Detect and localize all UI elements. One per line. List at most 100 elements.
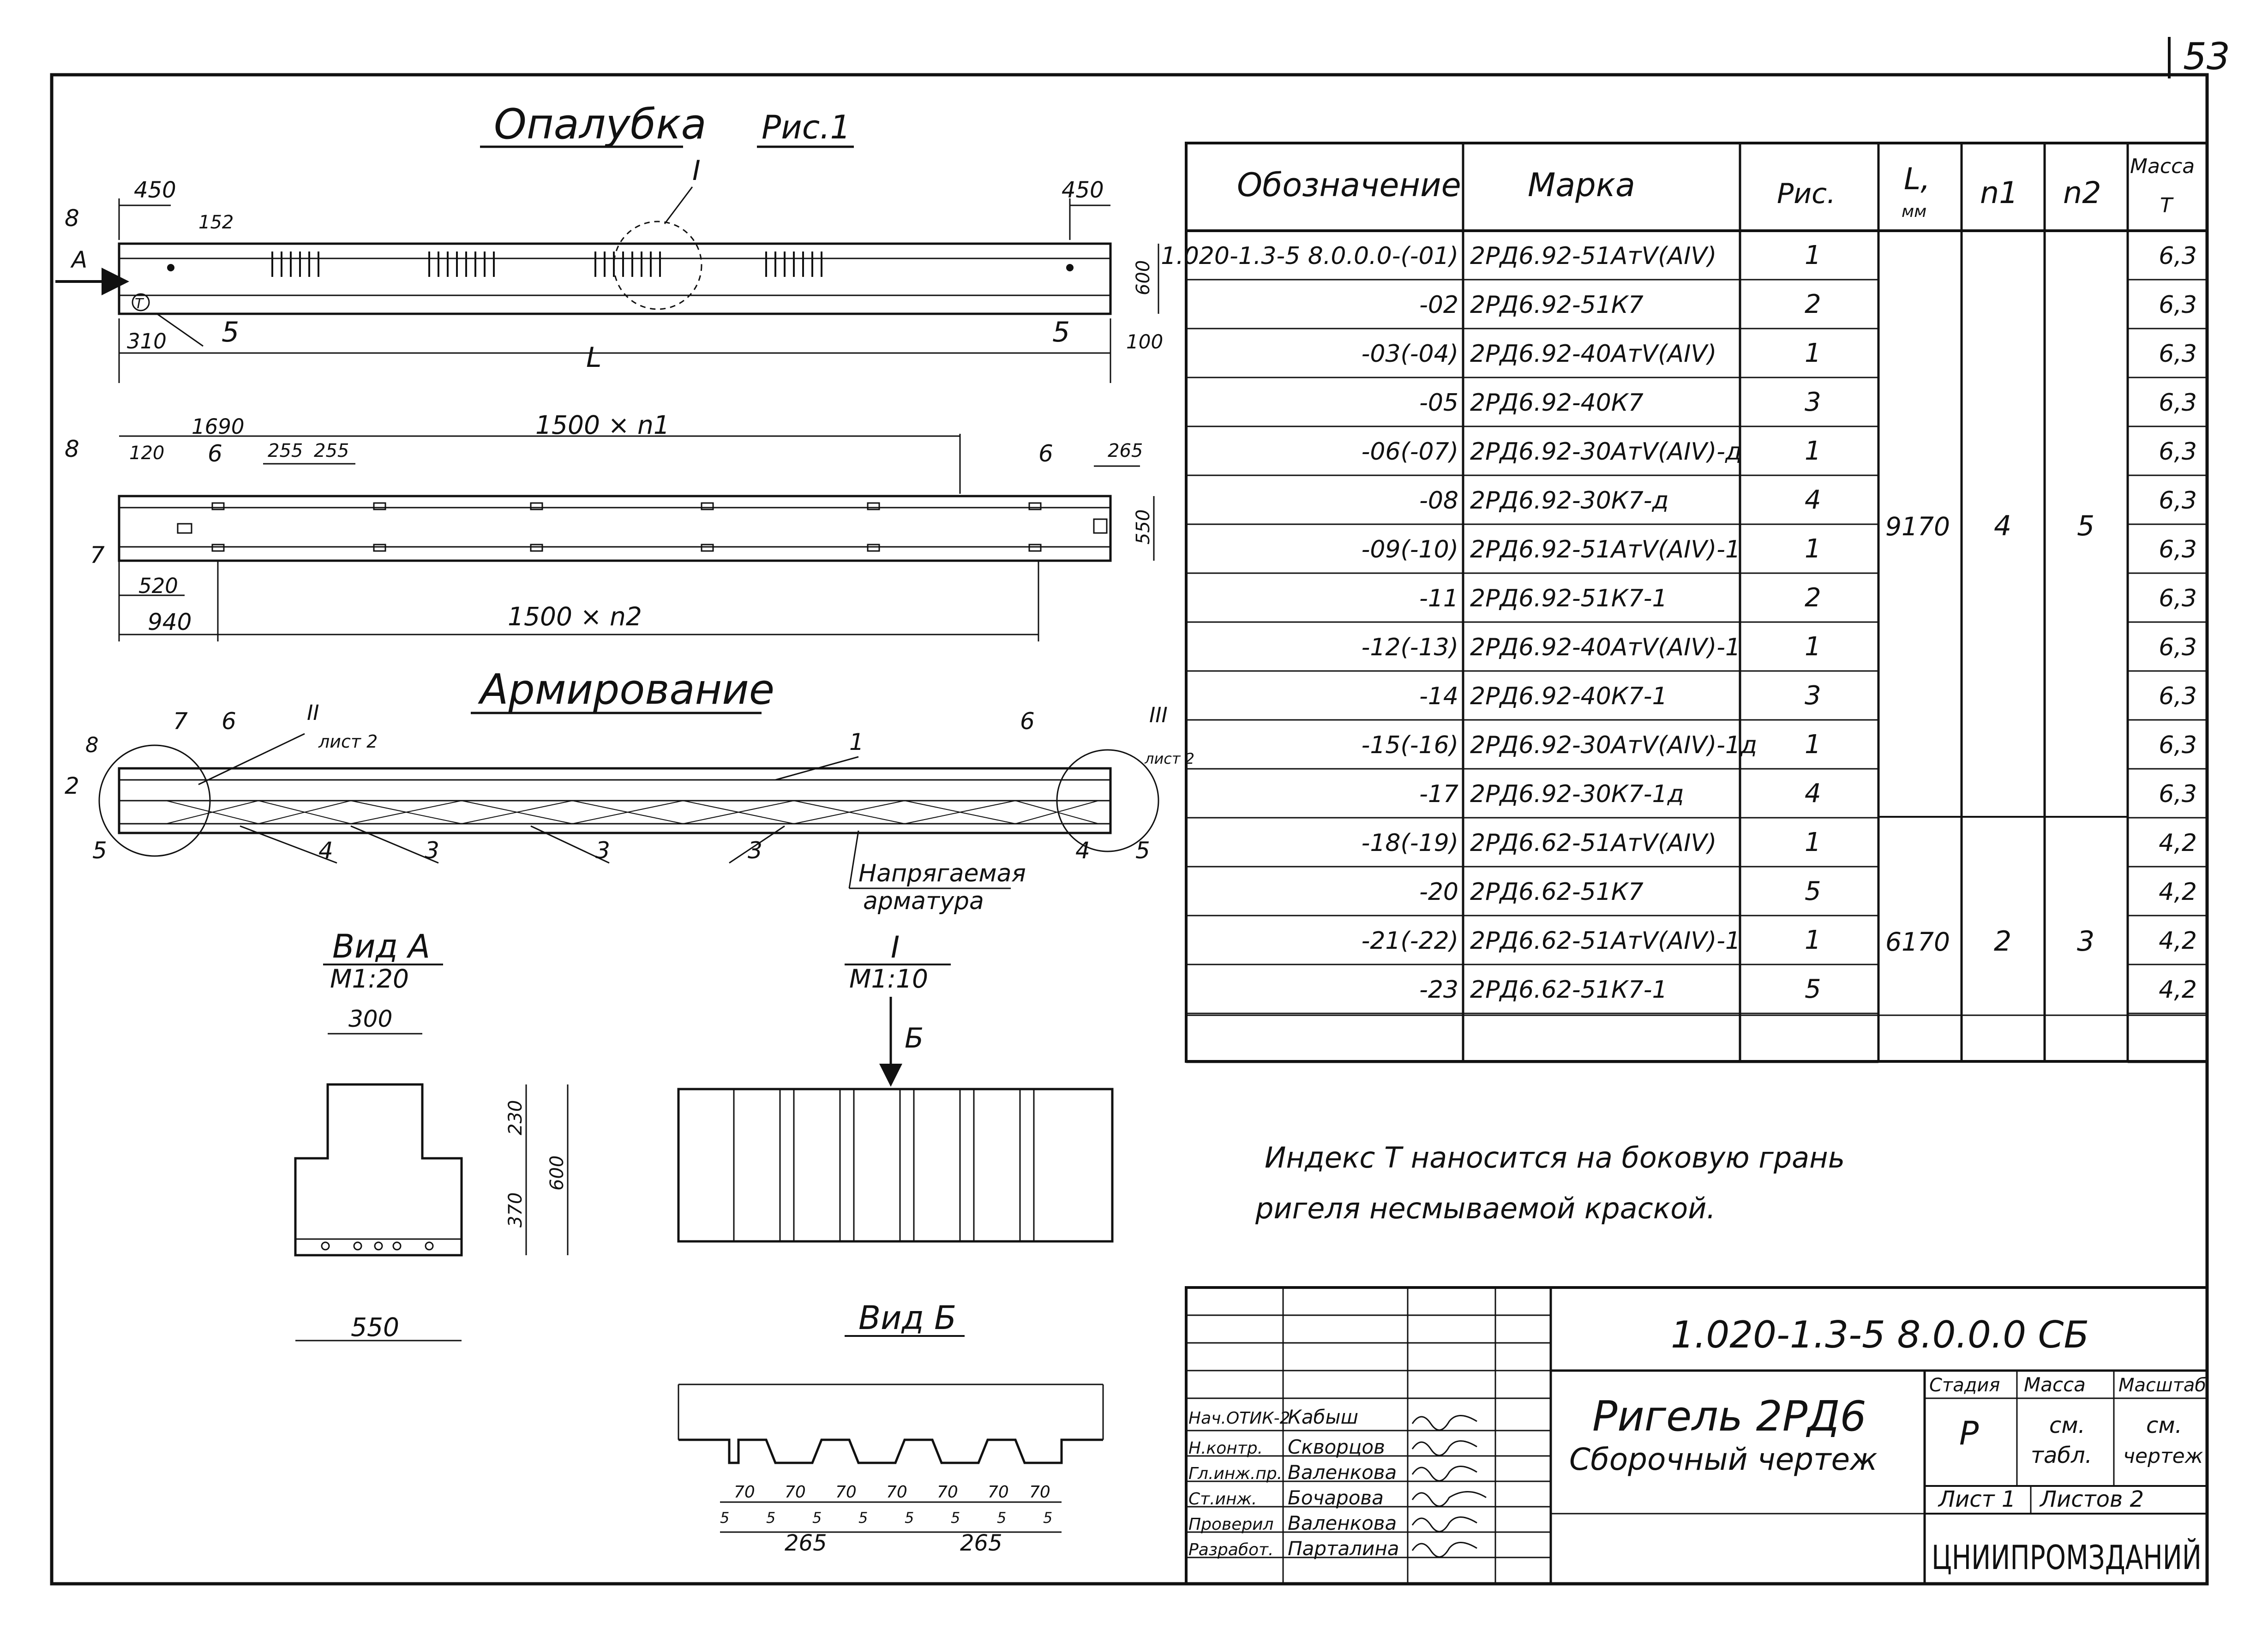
signatures xyxy=(1411,1415,1487,1558)
prestressed-label-2: арматура xyxy=(863,887,984,915)
strand-dots xyxy=(321,1241,434,1251)
row-fig: 1 xyxy=(1805,730,1821,760)
row-designation: -09(-10) xyxy=(1362,536,1458,563)
view-a: Вид А М1:20 300 230 370 600 550 xyxy=(294,928,569,1342)
staff-name: Валенкова xyxy=(1288,1461,1397,1484)
row-fig: 1 xyxy=(1805,534,1821,564)
row-fig: 5 xyxy=(1805,974,1821,1004)
pos-5-right: 5 xyxy=(1052,316,1070,348)
dim-1690: 1690 xyxy=(192,414,245,439)
dim-70-1: 70 xyxy=(734,1483,755,1502)
dim-70-5: 70 xyxy=(937,1483,958,1502)
node-i-title: I xyxy=(891,930,900,965)
dim-70-2: 70 xyxy=(785,1483,806,1502)
row-mass: 4,2 xyxy=(2159,976,2197,1004)
dim-265-a: 265 xyxy=(785,1530,827,1556)
staff-name: Кабыш xyxy=(1288,1406,1358,1428)
view-a-w300: 300 xyxy=(348,1006,392,1032)
row-designation: -15(-16) xyxy=(1362,731,1458,759)
view-a-w550: 550 xyxy=(351,1312,399,1342)
row-mass: 6,3 xyxy=(2159,291,2197,319)
row-mass: 6,3 xyxy=(2159,731,2197,759)
row-mass: 4,2 xyxy=(2159,829,2197,857)
pos-6-plan-right: 6 xyxy=(1038,440,1053,467)
col-mass: Масса xyxy=(2130,155,2195,178)
dim-bot-pitch: 1500 × n2 xyxy=(508,602,642,631)
row-mark: 2РД6.62-51АтV(АIV) xyxy=(1470,829,1716,857)
col-n2: n2 xyxy=(2063,176,2101,210)
pos-5-left: 5 xyxy=(222,316,239,348)
pos-5-reinf-right: 5 xyxy=(1135,837,1150,864)
index-mark: Т xyxy=(135,296,144,312)
dim-940: 940 xyxy=(148,609,192,635)
row-designation: -12(-13) xyxy=(1362,634,1458,661)
col-mass-unit: Т xyxy=(2160,194,2174,217)
row-fig: 1 xyxy=(1805,632,1821,662)
beam-plan xyxy=(118,495,1112,562)
organization: ЦНИИПРОМЗДАНИЙ xyxy=(1932,1538,2202,1577)
scale-header: Масштаб xyxy=(2118,1375,2206,1396)
row-fig: 1 xyxy=(1805,925,1821,955)
row-fig: 4 xyxy=(1805,779,1821,809)
row-designation: -06(-07) xyxy=(1362,438,1458,466)
pos-1-reinf: 1 xyxy=(849,729,864,755)
row-mark: 2РД6.92-30К7-1д xyxy=(1470,780,1684,808)
dim-255-b: 255 xyxy=(314,440,349,461)
row-designation: 1.020-1.3-5 8.0.0.0-(-01) xyxy=(1161,242,1458,270)
page-number: 53 xyxy=(2183,35,2230,78)
view-a-title: Вид А xyxy=(332,928,430,965)
row-fig: 5 xyxy=(1805,876,1821,906)
row-mass: 6,3 xyxy=(2159,683,2197,710)
row-fig: 1 xyxy=(1805,436,1821,466)
staff-name: Бочарова xyxy=(1288,1486,1384,1509)
dim-5-7: 5 xyxy=(997,1509,1006,1527)
staff-name: Валенкова xyxy=(1288,1512,1397,1534)
dim-255-a: 255 xyxy=(268,440,303,461)
row-mass: 6,3 xyxy=(2159,389,2197,417)
row-mass: 6,3 xyxy=(2159,438,2197,466)
row-mark: 2РД6.62-51К7-1 xyxy=(1470,976,1668,1004)
row-mark: 2РД6.92-40К7-1 xyxy=(1470,683,1668,710)
pos-6-plan-left: 6 xyxy=(208,440,222,467)
note-line-1: Индекс Т наносится на боковую грань xyxy=(1265,1141,1845,1174)
dim-5-2: 5 xyxy=(766,1509,775,1527)
row-mass: 6,3 xyxy=(2159,585,2197,612)
col-designation: Обозначение xyxy=(1237,166,1461,204)
node-i-detail xyxy=(677,1088,1114,1243)
row-mass: 6,3 xyxy=(2159,536,2197,563)
dim-152: 152 xyxy=(198,212,234,233)
pos-7-plan: 7 xyxy=(90,542,105,569)
row-mass: 4,2 xyxy=(2159,927,2197,955)
product-name: Ригель 2РД6 xyxy=(1592,1392,1866,1441)
staff-name: Парталина xyxy=(1288,1537,1399,1560)
row-designation: -02 xyxy=(1419,291,1458,319)
row-mark: 2РД6.92-51К7 xyxy=(1470,291,1644,319)
row-designation: -03(-04) xyxy=(1362,340,1458,368)
dim-265-b: 265 xyxy=(960,1530,1002,1556)
plan-embeds xyxy=(177,502,1108,552)
dim-520: 520 xyxy=(138,574,178,598)
group2-l: 6170 xyxy=(1885,927,1950,957)
dim-70-6: 70 xyxy=(988,1483,1009,1502)
row-mark: 2РД6.92-30К7-д xyxy=(1470,487,1669,515)
pos-8-reinf: 8 xyxy=(85,733,99,757)
row-mark: 2РД6.92-30АтV(АIV)-1д xyxy=(1470,731,1757,759)
row-mark: 2РД6.92-40К7 xyxy=(1470,389,1644,417)
staff-rows: Нач.ОТИК-2КабышН.контр.СкворцовГл.инж.пр… xyxy=(1188,1406,1399,1560)
product-subtitle: Сборочный чертеж xyxy=(1569,1442,1878,1477)
view-a-h600: 600 xyxy=(546,1156,568,1191)
dim-70-4: 70 xyxy=(886,1483,907,1502)
mass-header: Масса xyxy=(2024,1373,2086,1396)
row-mass: 6,3 xyxy=(2159,242,2197,270)
group1-n1: 4 xyxy=(1994,510,2011,542)
row-fig: 2 xyxy=(1805,583,1821,613)
group1-l: 9170 xyxy=(1885,512,1950,541)
stage-header: Стадия xyxy=(1929,1375,2000,1396)
staff-role: Проверил xyxy=(1188,1515,1274,1534)
sheet-frame xyxy=(50,73,2209,1586)
row-mark: 2РД6.92-51АтV(АIV) xyxy=(1470,242,1716,270)
sheet-no: Лист 1 xyxy=(1938,1486,2016,1512)
row-fig: 3 xyxy=(1805,681,1821,711)
row-designation: -17 xyxy=(1419,780,1458,808)
dim-450-right: 450 xyxy=(1062,177,1104,203)
